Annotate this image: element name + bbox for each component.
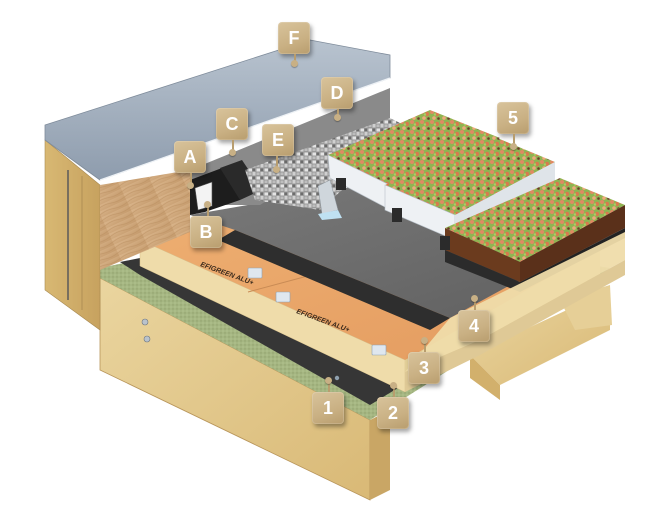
- callout-C: C: [216, 108, 250, 142]
- callout-E-label: E: [262, 124, 294, 156]
- callout-D-pin: [334, 114, 341, 121]
- callout-5-pin: [510, 143, 517, 150]
- callout-3-label: 3: [408, 352, 440, 384]
- callout-F-pin: [291, 60, 298, 67]
- callout-C-label: C: [216, 108, 248, 140]
- callout-1-pin: [325, 377, 332, 384]
- callout-E: E: [262, 124, 296, 158]
- callout-4: 4: [458, 310, 492, 344]
- callout-B: B: [190, 216, 224, 250]
- callout-A-pin: [187, 182, 194, 189]
- callout-2-pin: [390, 382, 397, 389]
- callout-A: A: [174, 141, 208, 175]
- planter-trays: [327, 110, 625, 292]
- callout-4-pin: [471, 295, 478, 302]
- callout-D-label: D: [321, 77, 353, 109]
- timber-deck-structure: [99, 277, 612, 501]
- callout-B-label: B: [190, 216, 222, 248]
- callout-A-label: A: [174, 141, 206, 173]
- callout-B-pin: [204, 201, 211, 208]
- callout-3: 3: [408, 352, 442, 386]
- callout-5-label: 5: [497, 102, 529, 134]
- callout-F-label: F: [278, 22, 310, 54]
- callout-5: 5: [497, 102, 531, 136]
- callout-2-label: 2: [377, 397, 409, 429]
- callout-E-pin: [273, 166, 280, 173]
- callout-3-pin: [421, 337, 428, 344]
- callout-1: 1: [312, 392, 346, 426]
- callout-C-pin: [229, 149, 236, 156]
- callout-2: 2: [377, 397, 411, 431]
- callout-F: F: [278, 22, 312, 56]
- callout-4-label: 4: [458, 310, 490, 342]
- callout-D: D: [321, 77, 355, 111]
- callout-1-label: 1: [312, 392, 344, 424]
- parapet-upstand: [44, 139, 190, 331]
